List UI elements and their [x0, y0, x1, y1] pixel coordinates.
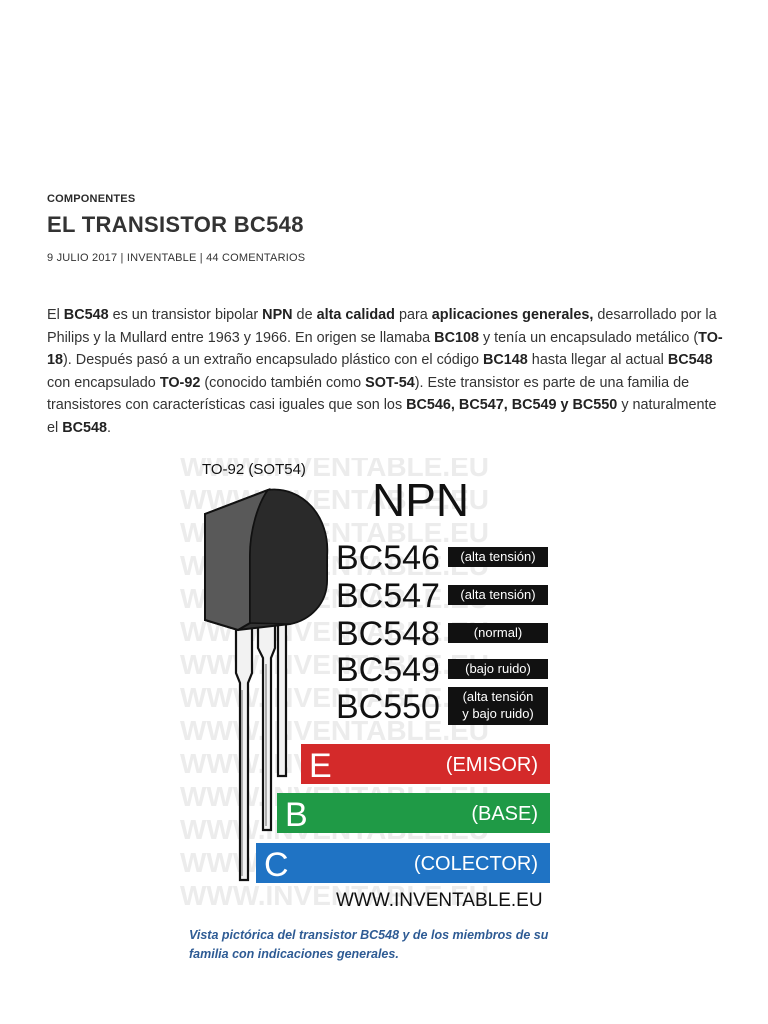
watermark-text: WWW.INVENTABLE.EU	[180, 649, 489, 680]
meta-separator: |	[196, 252, 207, 264]
pin-letter: C	[264, 846, 289, 884]
text-segment: es un transistor bipolar	[108, 307, 263, 323]
article-paragraph: El BC548 es un transistor bipolar NPN de…	[47, 304, 727, 439]
comments-link[interactable]: 44 COMENTARIOS	[206, 252, 306, 264]
post-title: EL TRANSISTOR BC548	[47, 212, 304, 237]
model-note: (bajo ruido)	[465, 661, 531, 676]
meta-separator: |	[117, 252, 127, 264]
bold-term: BC548	[62, 419, 107, 436]
model-note: y bajo ruido)	[462, 706, 534, 721]
figure-caption: Vista pictórica del transistor BC548 y d…	[189, 928, 549, 961]
model-note: (alta tensión)	[460, 587, 535, 602]
author-link[interactable]: INVENTABLE	[126, 252, 197, 264]
bold-term: alta calidad	[316, 307, 395, 323]
model-note-box	[448, 659, 548, 679]
bold-term: BC108	[434, 329, 479, 346]
text-segment: y naturalmente el	[47, 397, 717, 436]
bold-term: BC546, BC547, BC549 y BC550	[406, 397, 618, 413]
text-segment: y tenía un encapsulado metálico (	[478, 329, 699, 346]
bold-term: TO-92	[159, 374, 201, 391]
package-label: TO-92 (SOT54)	[202, 461, 306, 478]
pin-band	[256, 843, 550, 883]
watermark-text: WWW.INVENTABLE.EU	[180, 682, 489, 713]
text-segment: ). Después pasó a un extraño encapsulado…	[63, 352, 484, 368]
text-segment: El	[47, 307, 64, 323]
pin-letter: B	[285, 796, 308, 834]
text-segment: para	[394, 307, 432, 323]
watermark-text: WWW.INVENTABLE.EU	[180, 880, 489, 911]
transistor-illustration: WWW.INVENTABLE.EUWWW.INVENTABLE.EUWWW.IN…	[180, 458, 550, 911]
model-note: (normal)	[474, 625, 522, 640]
text-segment: .	[107, 419, 111, 436]
pin-legend: E (EMISOR) B (BASE) C (COLECTOR)	[256, 744, 550, 884]
watermark-text: WWW.INVENTABLE.EU	[180, 458, 489, 482]
model-note-box	[448, 687, 548, 725]
bold-term: SOT-54	[365, 374, 415, 391]
text-segment: (conocido también como	[200, 374, 366, 391]
bold-term: BC148	[483, 352, 528, 368]
model-list: BC546 (alta tensión) BC547 (alta tensión) BC…	[336, 539, 548, 726]
category-link[interactable]: COMPONENTES	[47, 193, 136, 205]
pin-band	[301, 744, 550, 784]
text-segment: con encapsulado	[47, 374, 160, 391]
text-segment: de	[292, 307, 317, 323]
model-name: BC550	[336, 688, 440, 726]
model-name: BC547	[336, 577, 440, 615]
watermark-text: WWW.INVENTABLE.EU	[180, 715, 489, 746]
pin-label: (COLECTOR)	[414, 853, 538, 875]
text-segment: desarrollado por la Philips y la Mullard…	[47, 307, 717, 346]
model-name: BC548	[336, 615, 440, 653]
model-note-box	[448, 623, 548, 643]
pin-letter: E	[309, 747, 332, 785]
bold-term: NPN	[262, 307, 293, 323]
model-note-box	[448, 547, 548, 567]
model-note: (alta tensión)	[460, 549, 535, 564]
pin-label: (EMISOR)	[446, 754, 538, 776]
npn-label: NPN	[372, 474, 469, 526]
bold-term: aplicaciones generales,	[431, 307, 594, 323]
post-date: 9 JULIO 2017	[47, 252, 118, 264]
bold-term: TO-18	[47, 329, 723, 369]
pin-band	[277, 793, 550, 833]
post-meta: 9 JULIO 2017 | INVENTABLE | 44 COMENTARI…	[47, 252, 305, 264]
model-note: (alta tensión	[463, 689, 534, 704]
pin-label: (BASE)	[471, 803, 538, 825]
transistor-drawing	[204, 487, 329, 882]
model-note-box	[448, 585, 548, 605]
text-segment: ). Este transistor es parte de una famil…	[47, 374, 690, 414]
bold-term: BC548	[667, 352, 713, 368]
figure-url: WWW.INVENTABLE.EU	[336, 890, 543, 911]
text-segment: hasta llegar al actual	[527, 352, 668, 368]
model-name: BC546	[336, 539, 440, 577]
bold-term: BC548	[63, 307, 109, 323]
model-name: BC549	[336, 651, 440, 689]
